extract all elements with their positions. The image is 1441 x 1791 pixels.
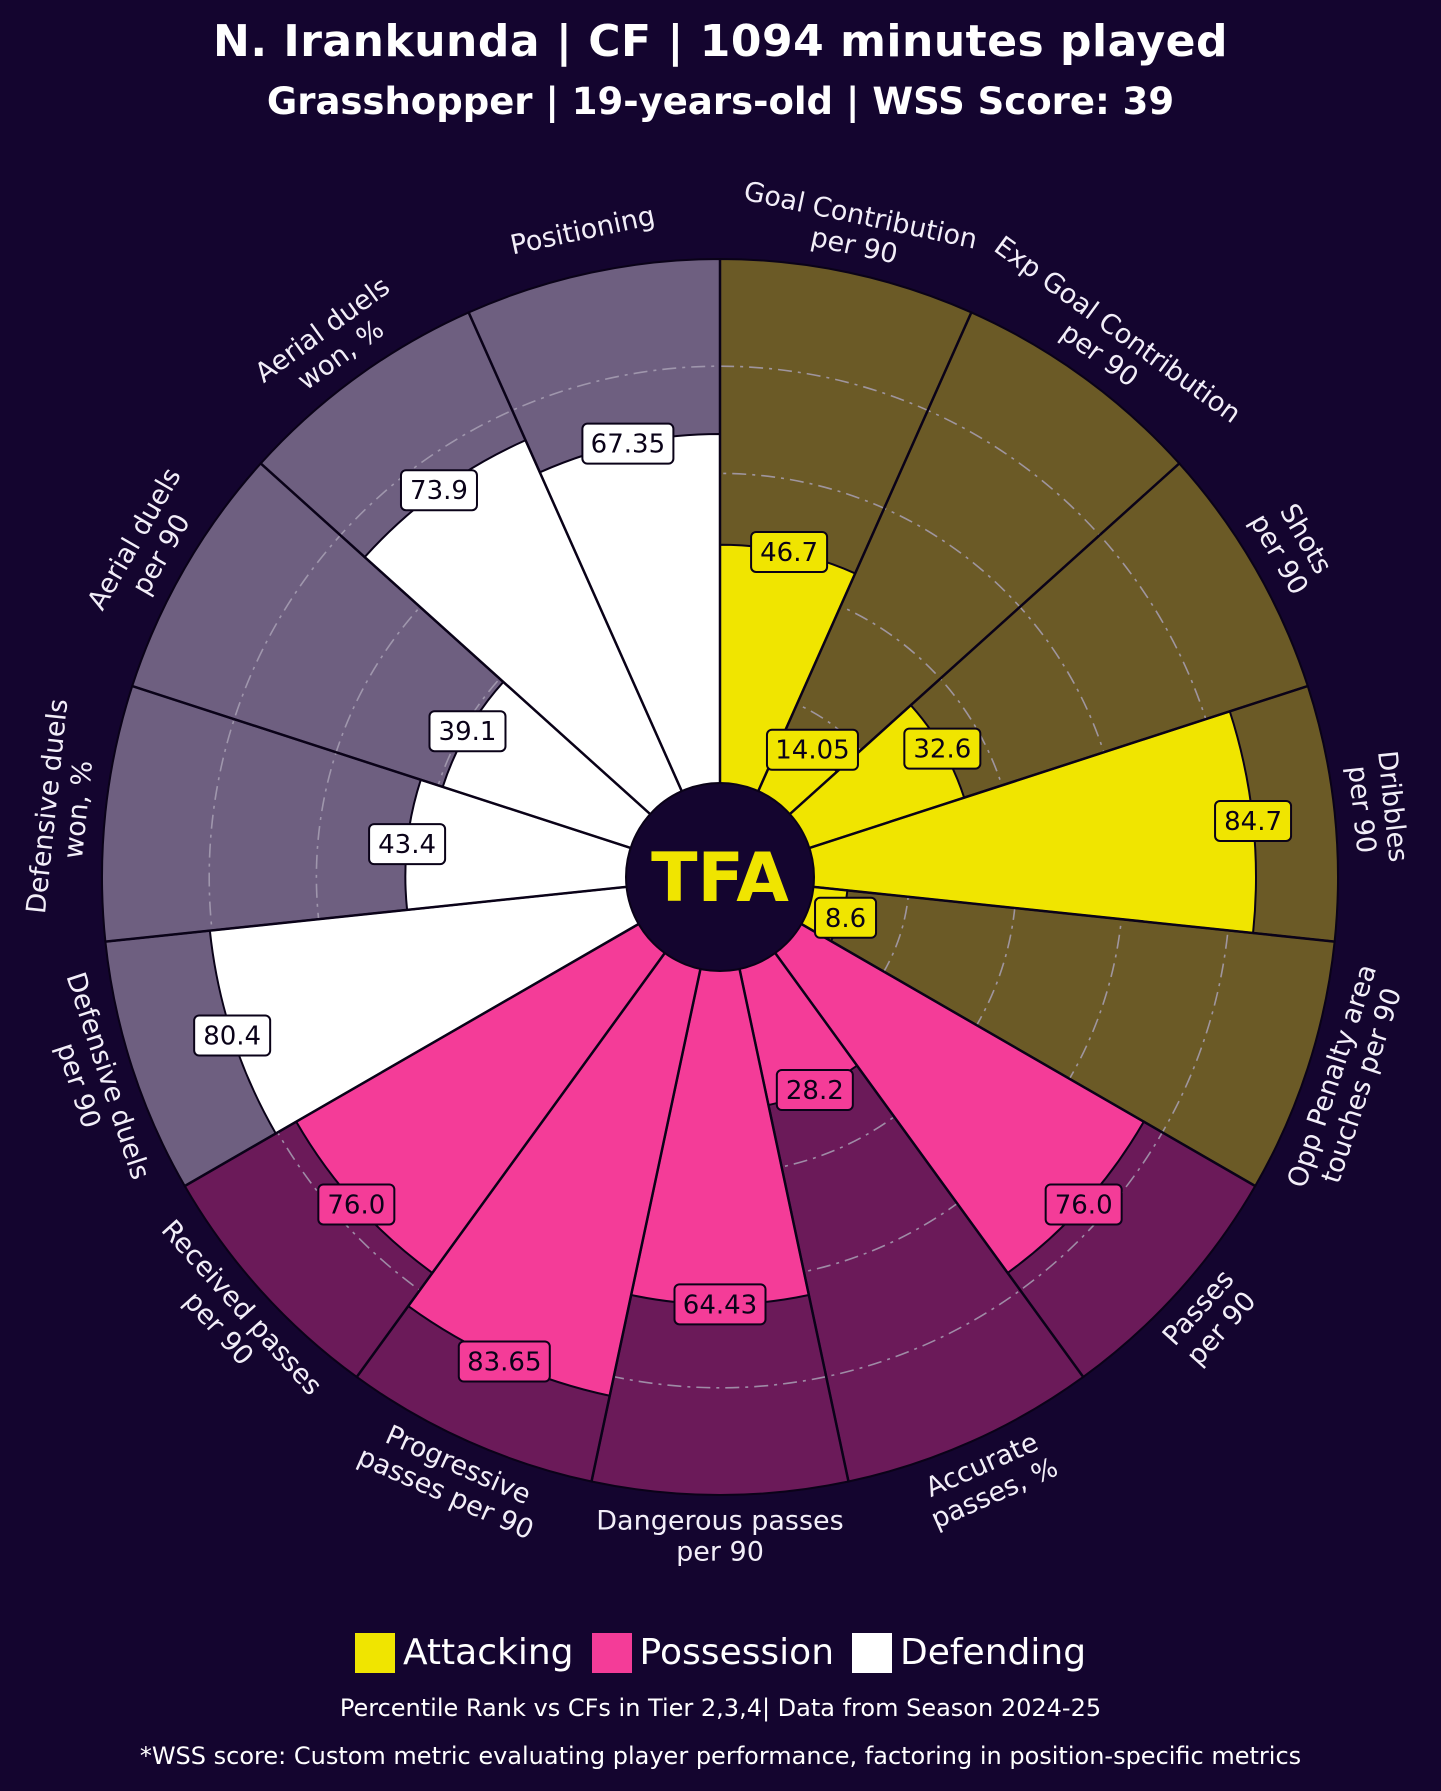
svg-text:43.4: 43.4: [378, 830, 436, 860]
legend-swatch-defending: [852, 1632, 893, 1673]
value-label-dribbles-per-90: 84.7: [1214, 799, 1293, 842]
svg-text:76.0: 76.0: [327, 1190, 385, 1220]
svg-text:83.65: 83.65: [467, 1348, 541, 1378]
value-label-dangerous-passes-per-90: 64.43: [673, 1283, 767, 1326]
svg-text:8.6: 8.6: [825, 904, 866, 934]
value-label-exp-goal-contribution-per-90: 14.05: [765, 728, 859, 771]
svg-text:76.0: 76.0: [1055, 1190, 1113, 1220]
wedge-divider: [735, 956, 850, 1482]
wedge-divider: [797, 684, 1309, 853]
metric-label-dribbles-per-90: Dribblesper 90: [1340, 749, 1413, 867]
value-label-aerial-duels-won: 73.9: [399, 469, 478, 512]
legend-item-defending: Defending: [852, 1632, 1086, 1673]
chart-subtitle: Grasshopper | 19-years-old | WSS Score: …: [266, 80, 1175, 123]
value-label-opp-penalty-area-touches-per-90: 8.6: [814, 896, 878, 939]
legend-label-defending: Defending: [900, 1632, 1087, 1673]
value-label-aerial-duels-per-90: 39.1: [428, 710, 507, 753]
pizza-chart: TFA 46.7 14.05 32.6 84.7 8.6 76.0 28.2 64.43 83.6…: [21, 176, 1414, 1568]
value-label-received-passes-per-90: 76.0: [317, 1183, 396, 1226]
svg-text:84.7: 84.7: [1224, 807, 1282, 837]
value-label-defensive-duels-per-90: 80.4: [193, 1014, 272, 1057]
legend-swatch-attacking: [354, 1632, 395, 1673]
chart-title: N. Irankunda | CF | 1094 minutes played: [213, 16, 1228, 67]
wedge-divider: [355, 942, 673, 1378]
svg-text:14.05: 14.05: [775, 736, 849, 766]
footnote-wss: *WSS score: Custom metric evaluating pla…: [139, 1742, 1302, 1770]
value-label-passes-per-90: 76.0: [1044, 1183, 1123, 1226]
legend: Attacking Possession Defending: [0, 1632, 1441, 1673]
wedge-divider: [467, 311, 688, 803]
value-label-goal-contribution-per-90: 46.7: [750, 530, 829, 573]
value-label-defensive-duels-won: 43.4: [368, 823, 447, 866]
wedge-divider: [590, 956, 705, 1482]
legend-label-possession: Possession: [639, 1632, 835, 1673]
tfa-logo: TFA: [651, 839, 789, 918]
wedge-divider: [752, 311, 973, 803]
value-label-accurate-passes: 28.2: [775, 1068, 854, 1111]
wedge-divider: [259, 462, 660, 824]
svg-text:39.1: 39.1: [439, 717, 497, 747]
svg-text:80.4: 80.4: [203, 1022, 261, 1052]
legend-item-attacking: Attacking: [354, 1632, 574, 1673]
svg-text:73.9: 73.9: [410, 476, 468, 506]
wedge-divider: [801, 884, 1335, 943]
value-label-positioning: 67.35: [581, 422, 675, 465]
wedge-divider: [105, 884, 639, 943]
wedge-divider: [767, 942, 1085, 1378]
wedge-divider: [790, 916, 1256, 1188]
legend-swatch-possession: [591, 1632, 632, 1673]
svg-text:67.35: 67.35: [591, 430, 665, 460]
svg-text:28.2: 28.2: [786, 1076, 844, 1106]
legend-label-attacking: Attacking: [402, 1632, 574, 1673]
wedge-divider: [131, 684, 643, 853]
svg-text:32.6: 32.6: [913, 735, 971, 765]
svg-text:64.43: 64.43: [683, 1290, 757, 1320]
value-label-progressive-passes-per-90: 83.65: [457, 1340, 551, 1383]
center-circle: [625, 782, 815, 972]
wedge-divider: [184, 916, 650, 1188]
metric-label-defensive-duels-won: Defensive duelswon, %: [21, 697, 105, 918]
svg-text:46.7: 46.7: [760, 538, 818, 568]
value-label-shots-per-90: 32.6: [903, 727, 982, 770]
metric-label-positioning: Positioning: [508, 201, 658, 262]
legend-item-possession: Possession: [591, 1632, 835, 1673]
footnote-source: Percentile Rank vs CFs in Tier 2,3,4| Da…: [339, 1694, 1102, 1722]
